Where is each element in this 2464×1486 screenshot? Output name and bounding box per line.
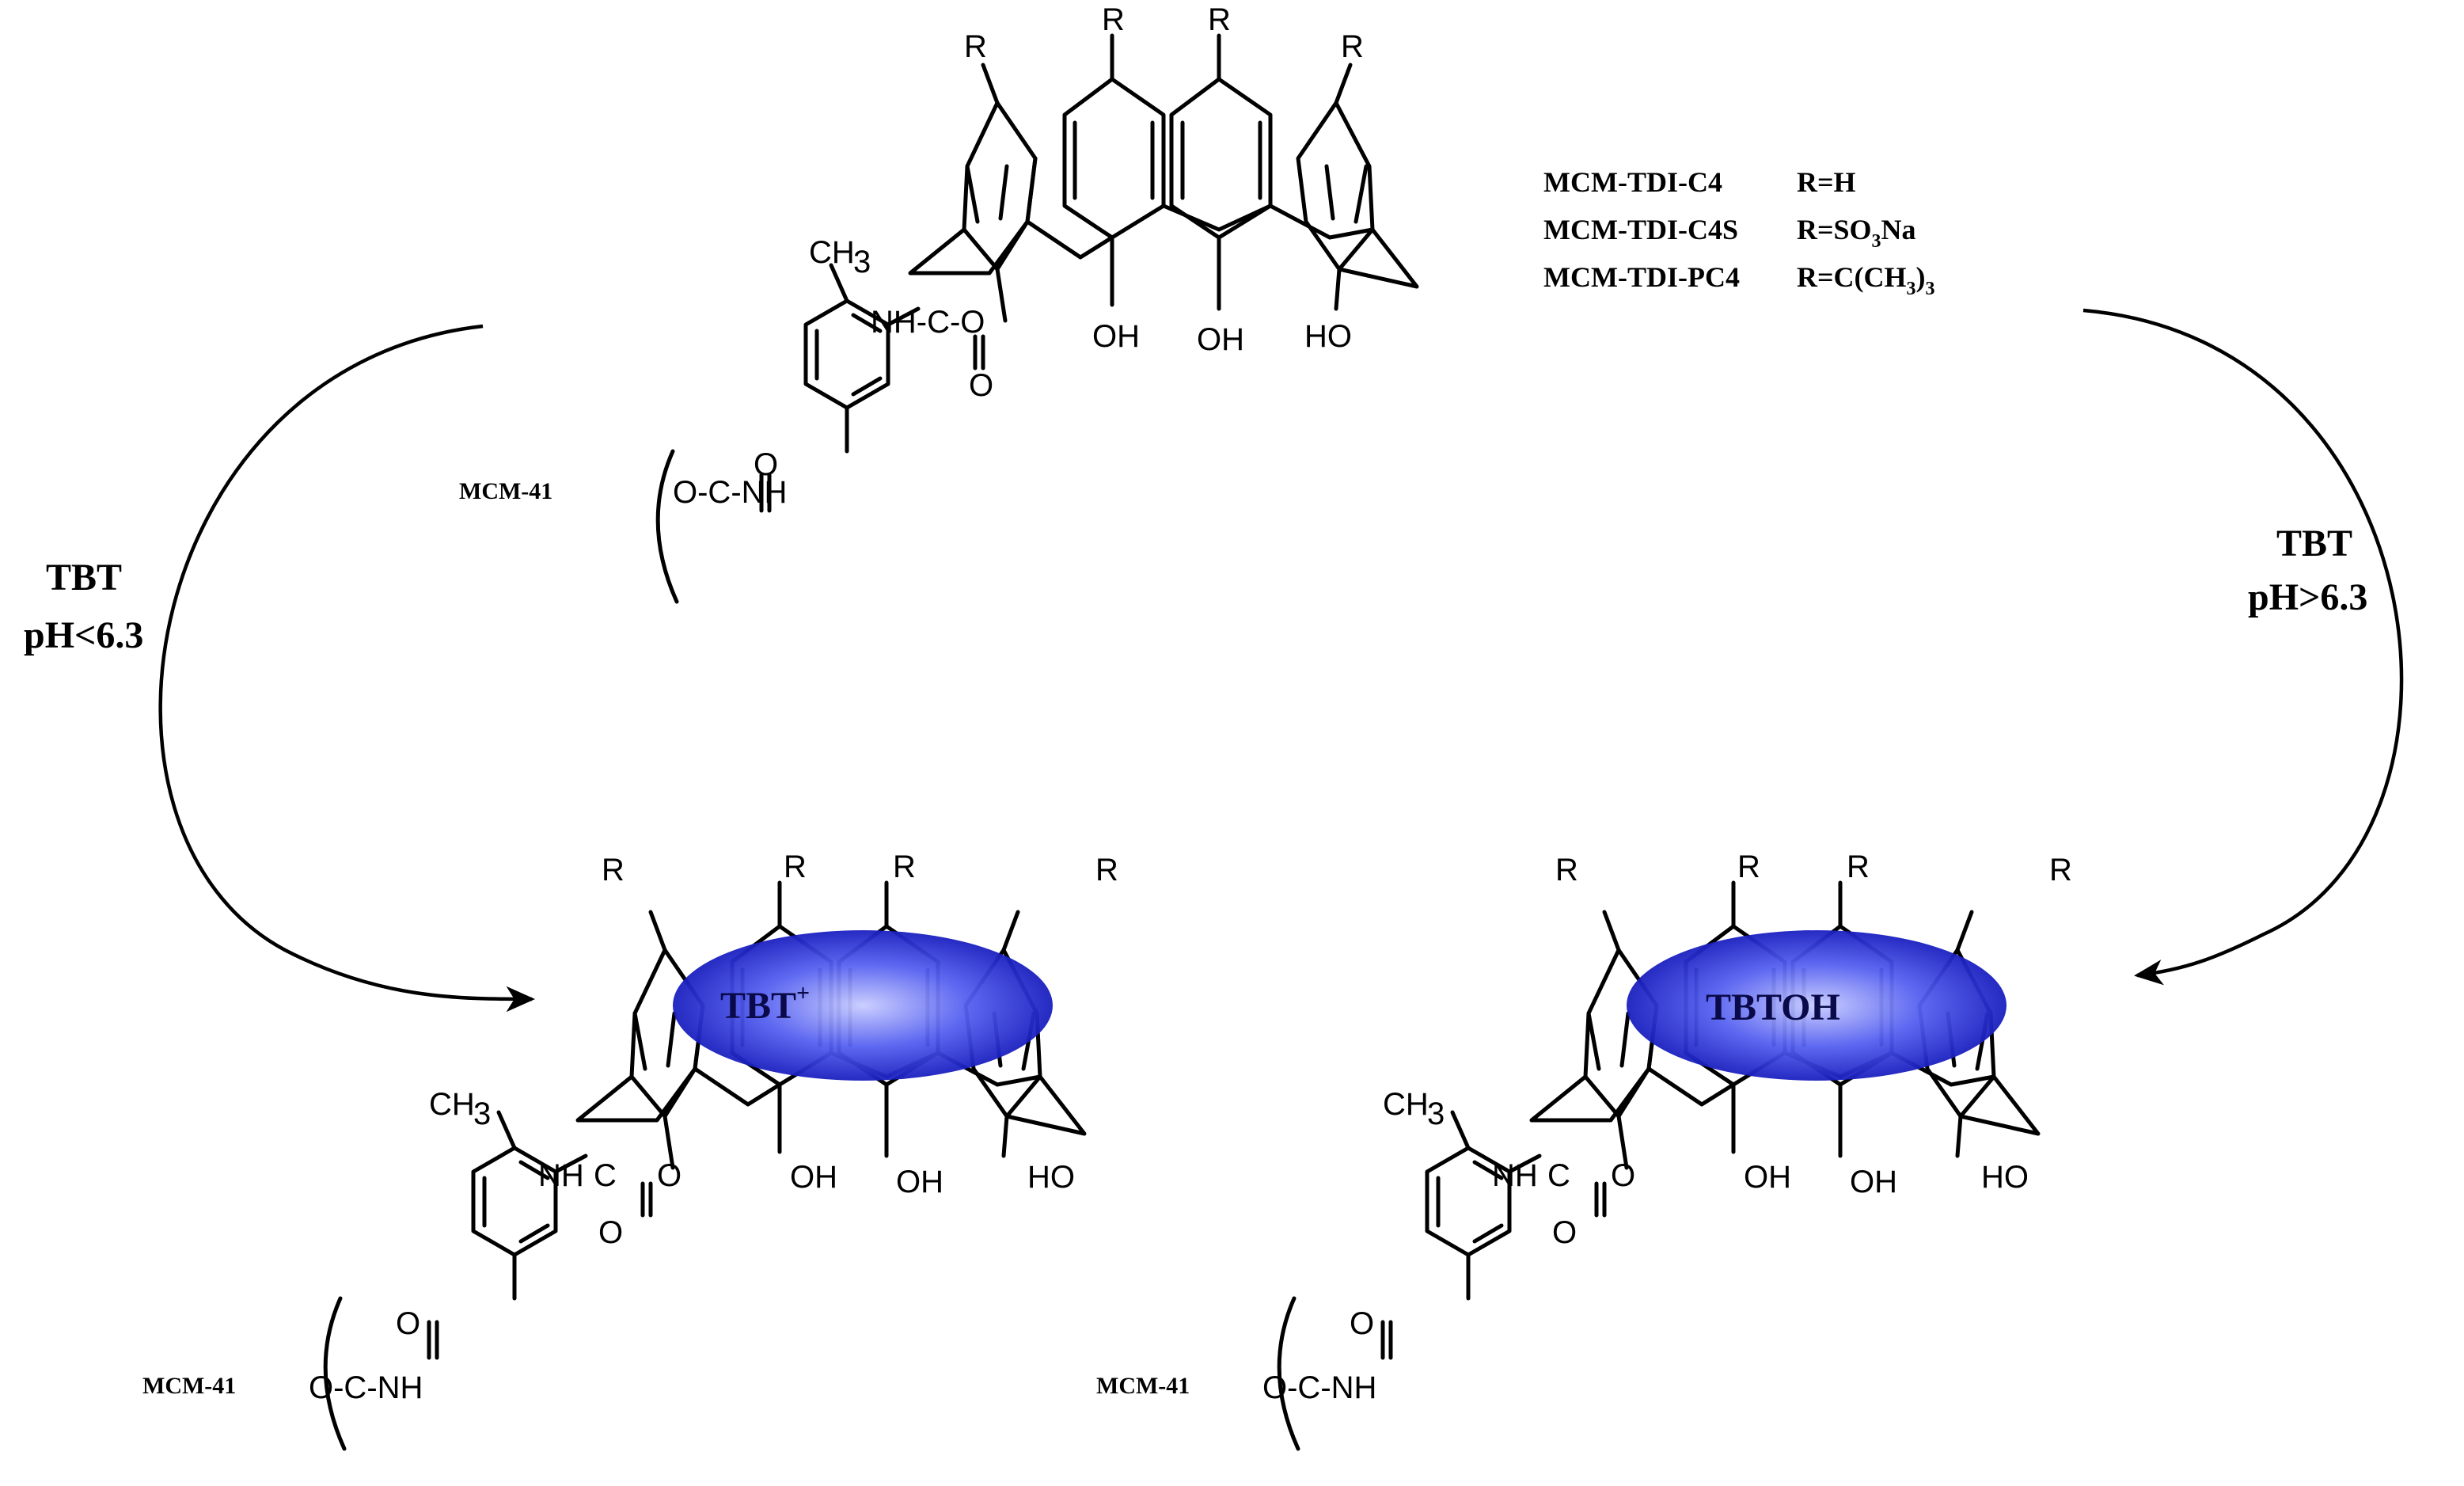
left-condition-ph: pH<6.3 bbox=[24, 614, 143, 656]
ch3-sub: 3 bbox=[1427, 1096, 1445, 1131]
top-molecule: R R R R CH 3 NH-C-O O OH OH HO MCM-41 O-… bbox=[459, 2, 1417, 602]
oh-label-2: OH bbox=[896, 1165, 943, 1199]
carbonyl-o-lower: O bbox=[754, 447, 778, 482]
left-reaction-arrow bbox=[158, 324, 536, 1013]
right-reaction-arrow bbox=[2082, 308, 2404, 986]
carbamate-upper: NH-C-O bbox=[871, 305, 985, 340]
r-label-4: R bbox=[1341, 29, 1364, 64]
legend: MCM-TDI-C4 R=H MCM-TDI-C4S R=SO3Na MCM-T… bbox=[1543, 166, 1935, 299]
r-label-1: R bbox=[1555, 853, 1578, 887]
c-upper: C bbox=[594, 1158, 617, 1193]
o-ether-upper: O bbox=[1611, 1158, 1635, 1193]
right-condition-reagent: TBT bbox=[2276, 523, 2352, 564]
ho-label: HO bbox=[1304, 319, 1352, 354]
oh-label-2: OH bbox=[1197, 322, 1244, 357]
tbt-cation-ellipse bbox=[673, 930, 1053, 1081]
nh-upper: NH bbox=[538, 1158, 584, 1193]
carbamate-lower: O-C-NH bbox=[673, 475, 787, 510]
r-label-2: R bbox=[1102, 2, 1125, 37]
right-condition-ph: pH>6.3 bbox=[2248, 576, 2367, 618]
r-label-1: R bbox=[602, 853, 625, 887]
r-label-3: R bbox=[1208, 2, 1231, 37]
o-ether-upper: O bbox=[657, 1158, 681, 1193]
r-label-3: R bbox=[893, 849, 916, 884]
ch3-label: CH bbox=[429, 1087, 475, 1122]
legend-r-3: R=C(CH3)3 bbox=[1797, 261, 1935, 299]
r-label-1: R bbox=[964, 29, 987, 64]
legend-r-1: R=H bbox=[1797, 166, 1856, 198]
ho-label: HO bbox=[1981, 1160, 2029, 1195]
oh-label-1: OH bbox=[1744, 1160, 1791, 1195]
tbtoh-label: TBTOH bbox=[1706, 986, 1840, 1028]
r-label-3: R bbox=[1847, 849, 1870, 884]
ch3-label: CH bbox=[809, 235, 855, 270]
r-label-2: R bbox=[1737, 849, 1760, 884]
carbonyl-o-upper: O bbox=[1552, 1215, 1577, 1250]
carbonyl-o-lower: O bbox=[1350, 1306, 1374, 1341]
ch3-sub: 3 bbox=[853, 245, 871, 279]
oh-label-2: OH bbox=[1850, 1165, 1897, 1199]
legend-name-3: MCM-TDI-PC4 bbox=[1543, 261, 1740, 293]
carbonyl-o-upper: O bbox=[969, 368, 993, 403]
ch3-sub: 3 bbox=[473, 1096, 491, 1131]
ho-label: HO bbox=[1027, 1160, 1075, 1195]
carbamate-lower: O-C-NH bbox=[1262, 1370, 1376, 1405]
left-condition-reagent: TBT bbox=[46, 557, 122, 599]
tbt-cation-label: TBT+ bbox=[720, 980, 810, 1027]
bottom-right-molecule: TBTOH R R R R CH 3 NH C O O OH OH HO MCM… bbox=[1096, 849, 2072, 1449]
nh-upper: NH bbox=[1492, 1158, 1538, 1193]
tbtoh-ellipse bbox=[1627, 930, 2007, 1081]
carbonyl-o-upper: O bbox=[598, 1215, 623, 1250]
mcm-41-label: MCM-41 bbox=[142, 1373, 236, 1399]
oh-label-1: OH bbox=[790, 1160, 837, 1195]
r-label-2: R bbox=[784, 849, 807, 884]
mcm-41-label: MCM-41 bbox=[1096, 1373, 1190, 1399]
oh-label-1: OH bbox=[1092, 319, 1140, 354]
legend-r-2: R=SO3Na bbox=[1797, 214, 1916, 252]
c-upper: C bbox=[1547, 1158, 1570, 1193]
ch3-label: CH bbox=[1383, 1087, 1429, 1122]
carbonyl-o-lower: O bbox=[396, 1306, 420, 1341]
bottom-left-molecule: TBT+ R R R R CH 3 NH C O O OH OH HO MCM-… bbox=[142, 849, 1118, 1449]
r-label-4: R bbox=[1095, 853, 1118, 887]
legend-name-2: MCM-TDI-C4S bbox=[1543, 214, 1738, 245]
carbamate-lower: O-C-NH bbox=[309, 1370, 423, 1405]
r-label-4: R bbox=[2049, 853, 2072, 887]
legend-name-1: MCM-TDI-C4 bbox=[1543, 166, 1722, 198]
mcm-41-label: MCM-41 bbox=[459, 478, 552, 504]
